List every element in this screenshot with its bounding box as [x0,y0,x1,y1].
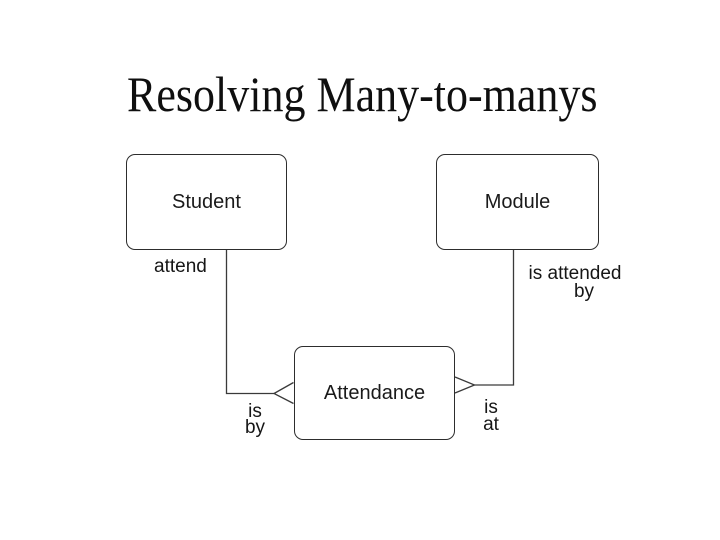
connector-student-attendance [225,250,274,395]
entity-module-label: Module [484,190,551,213]
relationship-label-is-attended-by-line1: is attended [528,263,622,284]
relationship-label-is-by-line1: is [248,401,262,422]
crows-foot-many-left-icon [272,381,294,405]
relationship-label-is-at-line2: at [483,414,499,435]
entity-student: Student [126,154,287,250]
relationship-label-is-by-line2: by [244,417,266,438]
relationship-label-is-at-line1: is [484,397,498,418]
slide-title: Resolving Many-to-manys [127,66,598,122]
relationship-label-attend: attend [154,256,207,277]
entity-student-label: Student [172,190,241,213]
connector-module-attendance [474,250,515,386]
crows-foot-many-right-icon [454,376,477,394]
entity-module: Module [436,154,599,250]
entity-attendance-label: Attendance [323,381,426,404]
relationship-label-is-attended-by-line2: by [573,281,595,302]
relationship-label-is-at: is at [469,397,513,435]
entity-attendance: Attendance [294,346,455,440]
relationship-label-is-by: is by [233,401,277,438]
relationship-label-is-attended-by: is attended by [521,263,629,302]
